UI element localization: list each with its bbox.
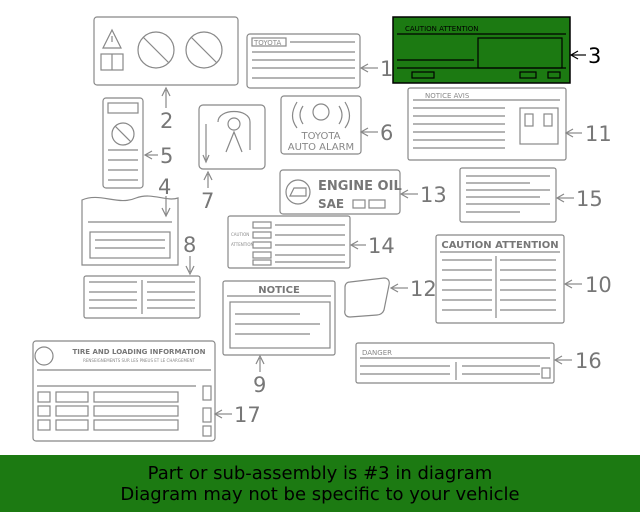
label-5[interactable]: [102, 97, 144, 189]
label-7[interactable]: [198, 104, 266, 170]
label-4[interactable]: [81, 195, 179, 266]
callout-11[interactable]: 11: [585, 122, 612, 146]
callout-9[interactable]: 9: [253, 373, 266, 397]
no-child-seat-icon: [185, 31, 223, 69]
label-10[interactable]: [435, 234, 565, 324]
callout-15[interactable]: 15: [576, 187, 603, 211]
label-17[interactable]: [32, 340, 216, 442]
callout-2[interactable]: 2: [160, 109, 173, 133]
label-3-heading: CAUTION ATTENTION: [405, 25, 479, 33]
label-2[interactable]: [93, 16, 239, 86]
label-6-line2: AUTO ALARM: [288, 142, 354, 153]
label-13-title: ENGINE OIL: [318, 179, 402, 194]
banner-line-2: Diagram may not be specific to your vehi…: [120, 483, 520, 505]
callout-12[interactable]: 12: [410, 277, 437, 301]
label-16-heading: DANGER: [362, 349, 392, 357]
parts-diagram: TOYOTA CAUTION ATTENTION TOYOTA AUTO ALA…: [32, 16, 612, 442]
label-1[interactable]: [246, 33, 361, 89]
callout-7[interactable]: 7: [201, 189, 214, 213]
label-14-caution: CAUTION: [231, 232, 249, 237]
callout-17[interactable]: 17: [234, 403, 261, 427]
callout-8[interactable]: 8: [183, 233, 196, 257]
info-banner: Part or sub-assembly is #3 in diagram Di…: [0, 455, 640, 512]
no-airbag-icon: [137, 31, 175, 69]
callout-14[interactable]: 14: [368, 234, 395, 258]
callout-13[interactable]: 13: [420, 183, 447, 207]
callout-4[interactable]: 4: [158, 175, 171, 199]
callout-3[interactable]: 3: [588, 44, 601, 68]
callout-1[interactable]: 1: [380, 57, 393, 81]
label-14-attention: ATTENTION: [231, 242, 254, 247]
label-11-heading: NOTICE AVIS: [425, 92, 470, 100]
label-10-heading: CAUTION ATTENTION: [441, 240, 558, 251]
label-6[interactable]: [280, 95, 362, 155]
callout-16[interactable]: 16: [575, 349, 602, 373]
label-12[interactable]: [344, 277, 390, 318]
label-11[interactable]: [407, 87, 567, 161]
callout-6[interactable]: 6: [380, 121, 393, 145]
label-8[interactable]: [83, 275, 201, 319]
label-17-subtitle: RENSEIGNEMENTS SUR LES PNEUS ET LE CHARG…: [83, 358, 195, 363]
callout-10[interactable]: 10: [585, 273, 612, 297]
label-9[interactable]: [222, 280, 336, 356]
label-3[interactable]: [392, 16, 571, 84]
label-6-line1: TOYOTA: [300, 131, 340, 142]
label-16[interactable]: [355, 342, 555, 384]
label-15[interactable]: [459, 167, 557, 223]
label-9-heading: NOTICE: [258, 285, 300, 296]
label-1-brand: TOYOTA: [253, 39, 282, 47]
label-13[interactable]: [279, 169, 401, 215]
callout-5[interactable]: 5: [160, 144, 173, 168]
banner-line-1: Part or sub-assembly is #3 in diagram: [147, 462, 493, 484]
label-17-title: TIRE AND LOADING INFORMATION: [73, 348, 206, 356]
label-13-sae: SAE: [318, 197, 344, 211]
label-14[interactable]: [227, 215, 351, 269]
